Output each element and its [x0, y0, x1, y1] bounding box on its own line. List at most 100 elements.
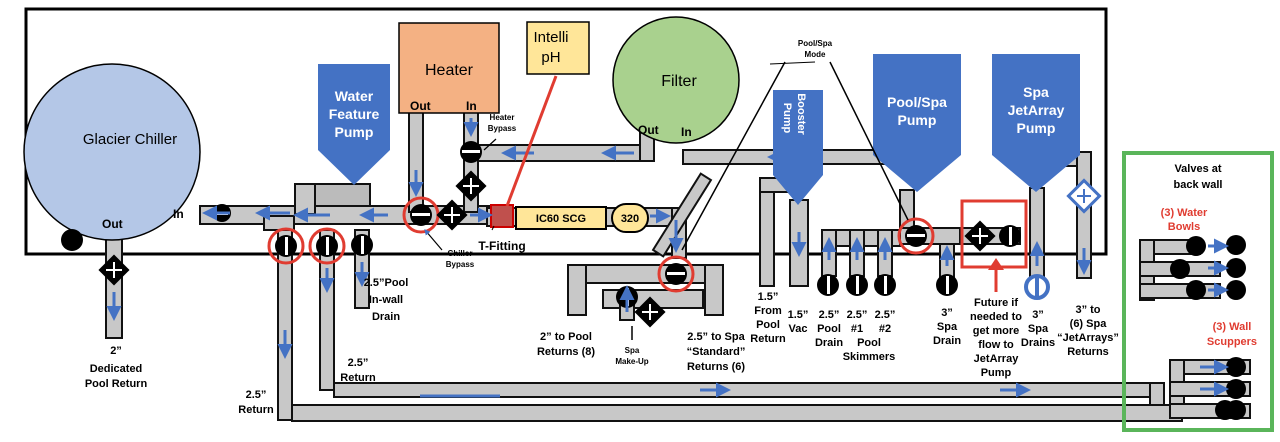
future-3: get more: [973, 325, 1019, 337]
from-pool-2: From: [754, 305, 782, 317]
pool-returns-2: Returns (8): [537, 346, 595, 358]
spa-std-2: “Standard”: [687, 346, 746, 358]
from-pool-1: 1.5”: [758, 291, 779, 303]
skim1-1: 2.5”: [847, 309, 868, 321]
labels: Heater Bypass Chiller Bypass T-Fitting P…: [85, 39, 1257, 416]
from-pool-4: Return: [750, 333, 786, 345]
future-5: JetArray: [974, 353, 1020, 365]
bowls-2: Bowls: [1168, 221, 1200, 233]
water-feature-pump: [318, 64, 390, 185]
vac-1: 1.5”: [788, 309, 809, 321]
t-fitting-label: T-Fitting: [478, 239, 525, 253]
booster-label-1: Booster: [795, 93, 807, 135]
heater-bypass-1: Heater: [490, 113, 515, 122]
ded-return-1: 2”: [110, 345, 122, 357]
filter: [612, 16, 740, 144]
chiller-bypass-1: Chiller: [448, 249, 473, 258]
pool-spa-pump: [873, 54, 961, 192]
future-2: needed to: [970, 311, 1022, 323]
future-6: Pump: [981, 367, 1012, 379]
psp-label-1: Pool/Spa: [887, 94, 947, 110]
ded-return-3: Pool Return: [85, 378, 148, 390]
spa-drain-1: 3”: [941, 307, 953, 319]
jet-ret-2: (6) Spa: [1070, 318, 1108, 330]
vac-2: Vac: [789, 323, 808, 335]
psp-label-2: Pump: [898, 112, 937, 128]
scg-reading: 320: [621, 213, 639, 225]
pool-drain-2: Pool: [817, 323, 841, 335]
spa-drain-2: Spa: [937, 321, 958, 333]
intelliph-label-2: pH: [541, 49, 560, 66]
scg-readout: [611, 203, 649, 233]
drain-2: In-wall: [369, 294, 403, 306]
makeup-2: Make-Up: [615, 357, 648, 366]
spa-std-1: 2.5” to Spa: [687, 331, 745, 343]
back-wall-1: Valves at: [1174, 163, 1221, 175]
return-a-2: Return: [340, 372, 376, 384]
back-wall-2: back wall: [1174, 179, 1223, 191]
future-4: flow to: [978, 339, 1014, 351]
heater: [398, 22, 500, 114]
wfp-label-1: Water: [335, 88, 374, 104]
intelliph-label-1: Intelli: [533, 29, 568, 46]
pool-drain-1: 2.5”: [819, 309, 840, 321]
pool-drain-3: Drain: [815, 337, 843, 349]
chiller-bypass-2: Bypass: [446, 260, 475, 269]
jap-label-2: JetArray: [1008, 102, 1065, 118]
skim2-1: 2.5”: [875, 309, 896, 321]
glacier-chiller: [23, 63, 201, 241]
mode-label-1: Pool/Spa: [798, 39, 833, 48]
return-b-2: Return: [238, 404, 274, 416]
filter-in-label: In: [681, 125, 692, 139]
spa-drains-3: Drains: [1021, 337, 1055, 349]
spa-std-3: Returns (6): [687, 361, 745, 373]
heater-bypass-2: Bypass: [488, 124, 517, 133]
chiller-label: Glacier Chiller: [83, 131, 177, 148]
ic60-scg: [515, 206, 607, 230]
scg-label: IC60 SCG: [536, 213, 586, 225]
flow-arrows: [106, 118, 1229, 398]
heater-label: Heater: [425, 62, 474, 79]
future-1: Future if: [974, 297, 1018, 309]
wfp-label-3: Pump: [335, 124, 374, 140]
skim1-2: #1: [851, 323, 863, 335]
bowls-1: (3) Water: [1161, 207, 1208, 219]
booster-label-2: Pump: [781, 103, 793, 134]
ded-return-2: Dedicated: [90, 363, 143, 375]
booster-pump: [773, 90, 823, 205]
jap-label-1: Spa: [1023, 84, 1049, 100]
skim2-2: #2: [879, 323, 891, 335]
return-a-1: 2.5”: [348, 357, 369, 369]
jet-ret-1: 3” to: [1075, 304, 1100, 316]
jap-label-3: Pump: [1017, 120, 1056, 136]
skim-word-2: Skimmers: [843, 351, 896, 363]
scuppers-1: (3) Wall: [1213, 321, 1252, 333]
t-fitting-box: [490, 204, 514, 228]
wfp-label-2: Feature: [329, 106, 380, 122]
filter-out-label: Out: [638, 123, 659, 137]
mode-label-2: Mode: [805, 50, 826, 59]
skim-word-1: Pool: [857, 337, 881, 349]
spa-drains-2: Spa: [1028, 323, 1049, 335]
return-b-1: 2.5”: [246, 389, 267, 401]
drain-3: Drain: [372, 311, 400, 323]
pool-returns-1: 2” to Pool: [540, 331, 592, 343]
jetarray-pump: [992, 54, 1080, 192]
pointers: [424, 61, 1004, 340]
heater-out-label: Out: [410, 99, 431, 113]
intelliph: [526, 21, 590, 75]
heater-in-label: In: [466, 99, 477, 113]
scuppers-2: Scuppers: [1207, 336, 1257, 348]
chiller-out-label: Out: [102, 217, 123, 231]
makeup-1: Spa: [625, 346, 640, 355]
back-wall-outline: [1122, 151, 1274, 432]
chiller-in-label: In: [173, 207, 184, 221]
jet-ret-3: “JetArrays”: [1057, 332, 1119, 344]
filter-label: Filter: [661, 73, 697, 90]
drain-1: 2.5”Pool: [364, 277, 409, 289]
from-pool-3: Pool: [756, 319, 780, 331]
spa-drains-1: 3”: [1032, 309, 1044, 321]
jet-ret-4: Returns: [1067, 346, 1109, 358]
spa-drain-3: Drain: [933, 335, 961, 347]
